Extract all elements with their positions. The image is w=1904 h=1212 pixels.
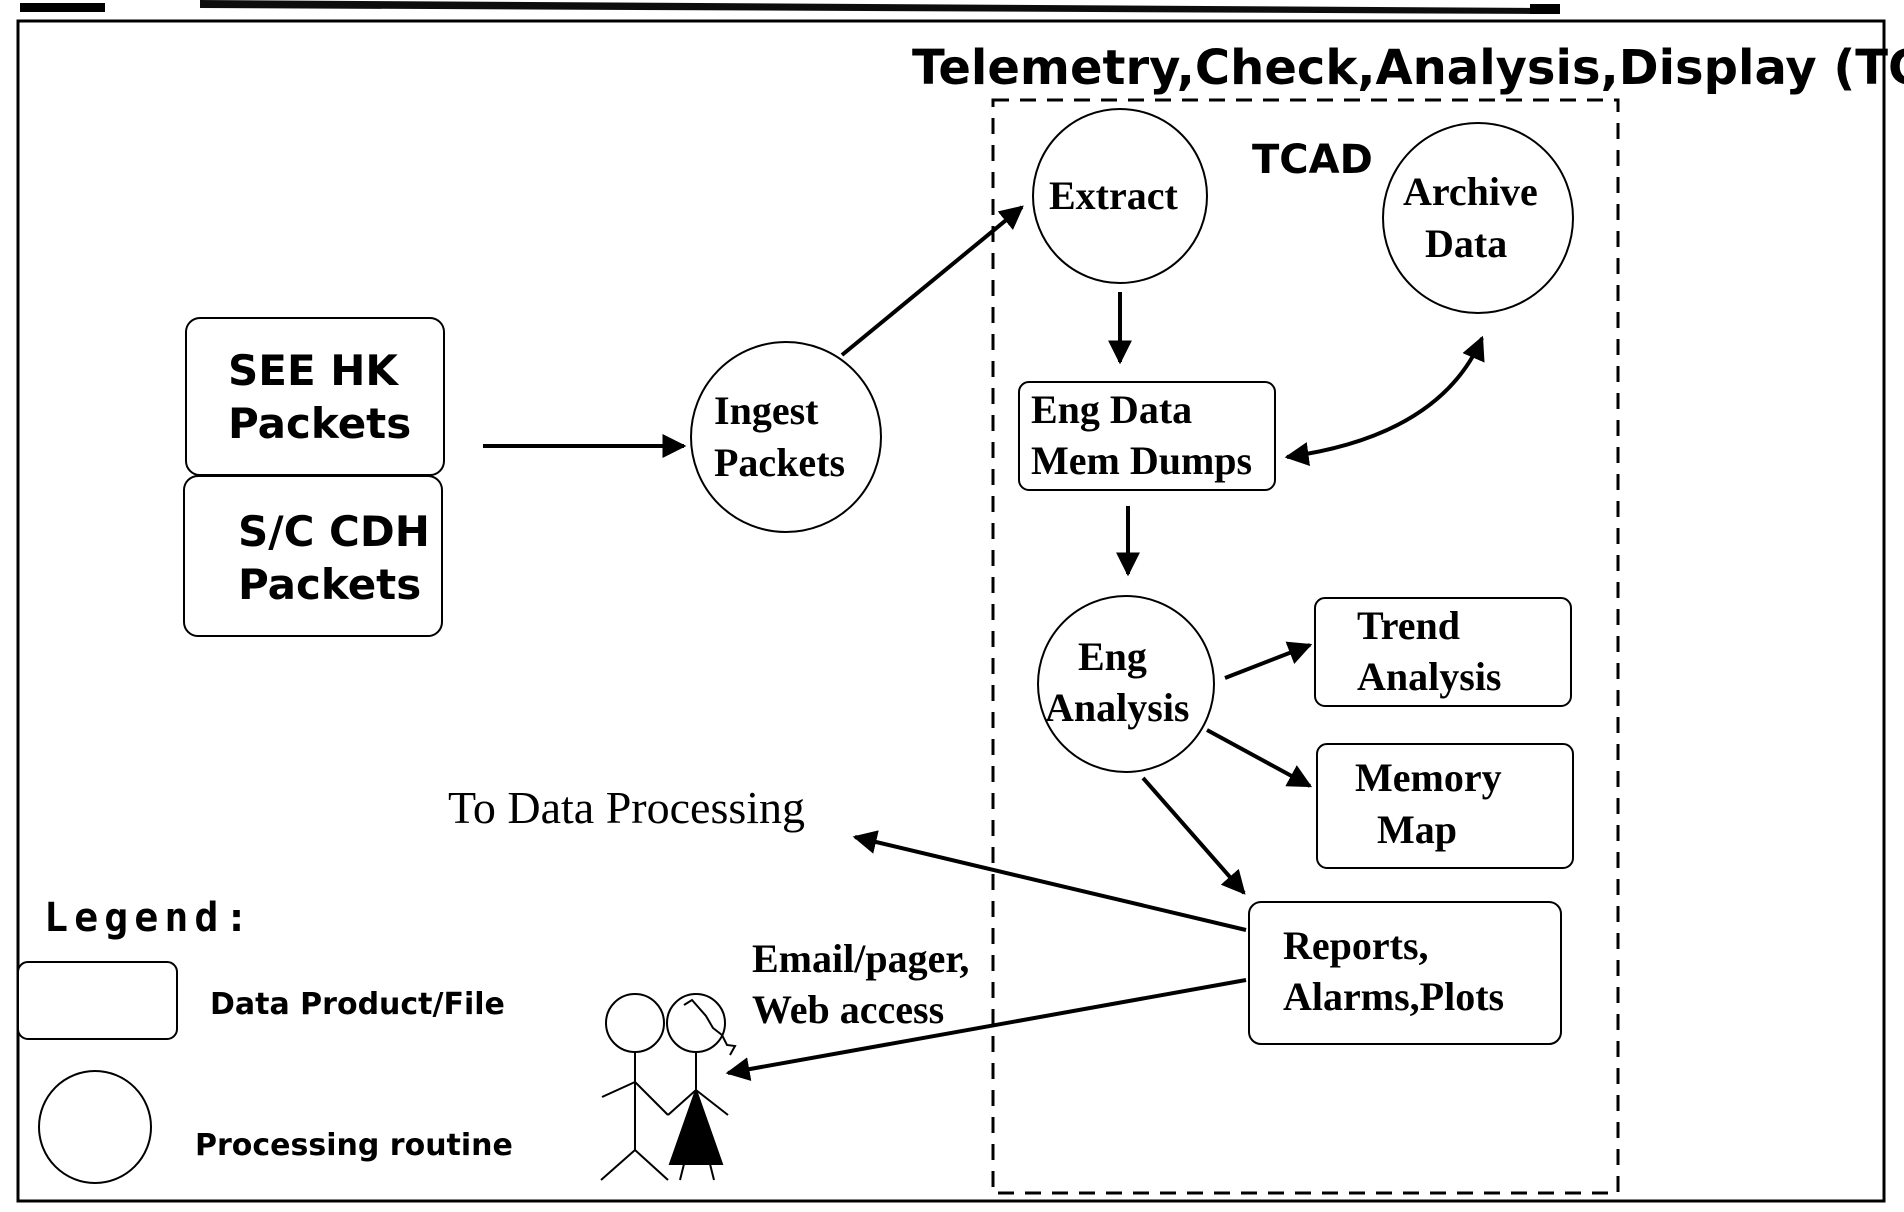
flow-arrows xyxy=(483,205,1485,1081)
archive-line2: Data xyxy=(1425,221,1507,266)
memory-map-box: Memory Map xyxy=(1316,743,1574,869)
arrow-enganalysis-to-reports xyxy=(1141,776,1246,895)
see-hk-packets-box: SEE HK Packets xyxy=(185,317,445,476)
arrow-engdata-archive-bidirectional xyxy=(1284,335,1485,466)
email-pager-label: Email/pager, xyxy=(752,936,969,981)
arrow-reports-to-data-processing xyxy=(852,830,1247,932)
arrow-ingest-to-extract xyxy=(840,205,1024,357)
legend-data-product-swatch xyxy=(17,961,178,1040)
eng-data-mem-dumps-box: Eng Data Mem Dumps xyxy=(1018,381,1276,491)
trend-line1: Trend xyxy=(1357,603,1460,648)
tcad-inner-label: TCAD xyxy=(1252,137,1373,183)
users-stick-figures xyxy=(600,993,737,1181)
arrow-reports-to-users xyxy=(725,978,1247,1081)
arrow-enganalysis-to-trend xyxy=(1224,641,1313,680)
legend-processing-label: Processing routine xyxy=(195,1128,513,1163)
see-hk-line1: SEE HK xyxy=(228,346,399,395)
eng-analysis-process: Eng Analysis xyxy=(1037,595,1215,773)
ingest-line2: Packets xyxy=(714,440,845,485)
ingest-line1: Ingest xyxy=(714,388,819,433)
trend-line2: Analysis xyxy=(1357,654,1502,699)
legend-title: Legend: xyxy=(44,895,255,941)
eng-data-line1: Eng Data xyxy=(1031,387,1192,432)
sc-cdh-packets-box: S/C CDH Packets xyxy=(183,475,443,637)
legend-data-product-label: Data Product/File xyxy=(210,987,505,1022)
trend-analysis-box: Trend Analysis xyxy=(1314,597,1572,707)
diagram-frame xyxy=(16,19,1886,1203)
memory-line2: Map xyxy=(1377,807,1457,852)
legend: Legend: Data Product/File Processing rou… xyxy=(17,895,513,1184)
stick-figure-male xyxy=(600,993,669,1181)
reports-line1: Reports, xyxy=(1283,923,1429,968)
arrow-enganalysis-to-memorymap xyxy=(1206,728,1313,788)
eng-analysis-line1: Eng xyxy=(1078,634,1147,679)
tcad-header: Telemetry,Check,Analysis,Display (TCAD) xyxy=(912,40,1904,96)
reports-alarms-plots-box: Reports, Alarms,Plots xyxy=(1248,901,1562,1045)
to-data-processing-label: To Data Processing xyxy=(448,782,805,833)
stick-figure-female xyxy=(666,993,737,1181)
sc-cdh-line2: Packets xyxy=(238,560,421,609)
see-hk-line2: Packets xyxy=(228,399,411,448)
tcad-boundary xyxy=(991,98,1620,1195)
sc-cdh-line1: S/C CDH xyxy=(238,507,430,556)
eng-analysis-line2: Analysis xyxy=(1045,685,1190,730)
tcad-region: Telemetry,Check,Analysis,Display (TCAD) … xyxy=(912,40,1904,1195)
ingest-packets-process: Ingest Packets xyxy=(690,341,882,533)
top-banner-fragment xyxy=(20,0,1560,14)
extract-process: Extract xyxy=(1032,108,1208,284)
legend-processing-swatch xyxy=(38,1070,152,1184)
web-access-label: Web access xyxy=(752,987,944,1032)
reports-line2: Alarms,Plots xyxy=(1283,974,1504,1019)
memory-line1: Memory xyxy=(1355,755,1502,800)
archive-data-process: Archive Data xyxy=(1382,122,1574,314)
eng-data-line2: Mem Dumps xyxy=(1031,438,1252,483)
archive-line1: Archive xyxy=(1403,169,1538,214)
extract-label: Extract xyxy=(1049,173,1179,218)
